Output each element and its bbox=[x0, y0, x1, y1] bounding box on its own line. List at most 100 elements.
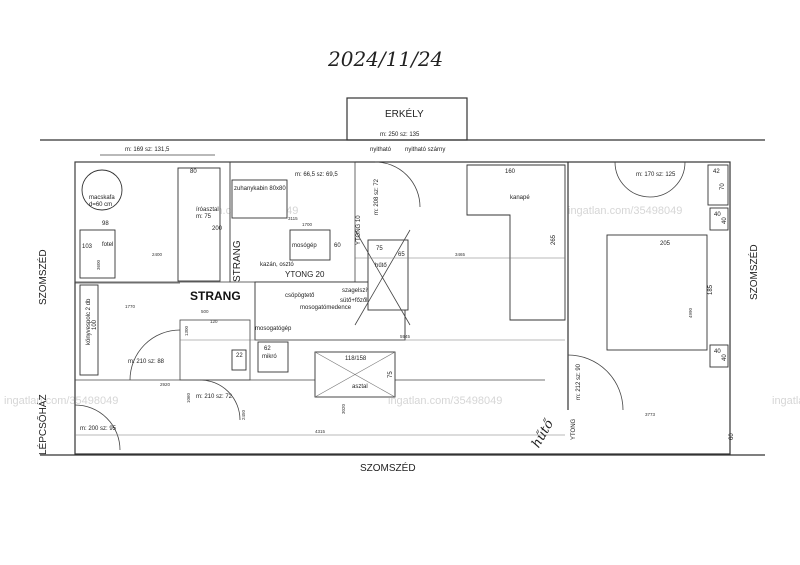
fridge-label: hűtő bbox=[375, 263, 387, 269]
fridge-75: 75 bbox=[376, 246, 383, 252]
table-label: asztal bbox=[352, 384, 368, 390]
bedroom-top-opening: m: 170 sz: 125 bbox=[636, 172, 676, 178]
dim-1770: 1770 bbox=[125, 304, 136, 309]
cooktop-label: csöpögtető bbox=[285, 293, 315, 299]
table-diag-2 bbox=[314, 351, 396, 398]
desk-label: íróasztal bbox=[196, 207, 219, 213]
dim-1060: 1060 bbox=[186, 392, 191, 403]
dim-3115: 3115 bbox=[288, 216, 298, 221]
dim-3773: 3773 bbox=[645, 412, 656, 417]
fridge bbox=[367, 239, 409, 311]
armchair-98: 98 bbox=[102, 221, 109, 227]
wc-22: 22 bbox=[236, 353, 243, 359]
armchair bbox=[79, 229, 116, 279]
nightstand-bottom-40a: 40 bbox=[714, 349, 721, 355]
washer-60: 60 bbox=[334, 243, 341, 249]
dim-2450: 2450 bbox=[241, 409, 246, 420]
opening-top-left: m: 169 sz: 131,5 bbox=[125, 147, 170, 153]
strang-vertical: STRANG bbox=[232, 240, 243, 282]
dim-4315: 4315 bbox=[315, 429, 326, 434]
microwave-label: mikró bbox=[262, 354, 277, 360]
sofa-265: 265 bbox=[551, 234, 557, 245]
cat-tree-label: macskafa bbox=[89, 195, 115, 201]
sofa bbox=[466, 164, 566, 321]
wc-bowl bbox=[231, 349, 247, 371]
apartment-outline bbox=[74, 161, 731, 455]
nightstand-bottom bbox=[709, 344, 729, 368]
bed-185: 185 bbox=[708, 284, 714, 295]
desk-200: 200 bbox=[212, 226, 223, 232]
hob-label: sütő+főzőlap bbox=[340, 298, 375, 304]
nightstand-top-40a: 40 bbox=[714, 212, 721, 218]
ytong-vertical: YTONG bbox=[571, 418, 577, 440]
bedroom-door-arc bbox=[567, 354, 624, 411]
balcony-door: m: 208 sz: 72 bbox=[374, 178, 380, 215]
dim-500: 500 bbox=[201, 309, 209, 314]
dim-2400: 2400 bbox=[152, 252, 163, 257]
sink-label: mosogatómedence bbox=[300, 305, 352, 311]
dim-4990: 4990 bbox=[688, 307, 693, 318]
entrance-label: m: 200 sz: 95 bbox=[80, 426, 117, 432]
bookshelf-label: könyvespolc 2 db bbox=[86, 298, 92, 345]
fridge-65: 65 bbox=[398, 252, 405, 258]
watermark-4: ingatlan.com/35498049 bbox=[388, 395, 502, 407]
wc-door-arc bbox=[199, 379, 241, 421]
hood-label: szagelszívó bbox=[342, 288, 374, 294]
strang-big: STRANG bbox=[190, 289, 241, 303]
bed bbox=[606, 234, 708, 351]
shower bbox=[231, 179, 288, 219]
bookshelf bbox=[79, 284, 99, 376]
bedroom-door: m: 212 sz: 90 bbox=[576, 363, 582, 400]
shower-label: zuhanykabin 80x80 bbox=[234, 186, 286, 192]
desk bbox=[177, 167, 221, 282]
bath-opening: m: 66,5 sz: 69,5 bbox=[295, 172, 338, 178]
bedroom-60: 60 bbox=[729, 433, 735, 440]
dim-2920: 2920 bbox=[160, 382, 171, 387]
bed-205: 205 bbox=[660, 241, 671, 247]
nightstand-top bbox=[709, 207, 729, 231]
neighbor-bottom: SZOMSZÉD bbox=[360, 461, 416, 474]
wardrobe-top bbox=[707, 164, 729, 206]
washer bbox=[289, 229, 331, 261]
microwave-62: 62 bbox=[264, 346, 271, 352]
boiler-label: kazán, osztó bbox=[260, 262, 294, 268]
balcony-left-open: nyitható bbox=[370, 147, 392, 153]
handwritten-fridge: hűtő bbox=[529, 416, 557, 450]
nightstand-top-40b: 40 bbox=[722, 217, 728, 224]
ytong-20: YTONG 20 bbox=[285, 270, 325, 279]
bookshelf-100: 100 bbox=[92, 319, 98, 330]
fridge-x2 bbox=[354, 229, 411, 326]
microwave bbox=[257, 341, 289, 373]
ytong-10: YTONG 10 bbox=[356, 215, 362, 245]
cat-tree bbox=[81, 169, 123, 211]
wc-door: m: 210 sz: 72 bbox=[196, 394, 233, 400]
washer-label: mosógép bbox=[292, 243, 317, 249]
neighbor-left: SZOMSZÉD bbox=[36, 249, 49, 305]
armchair-103: 103 bbox=[82, 244, 93, 250]
kitchen-75: 75 bbox=[388, 371, 394, 378]
wardrobe-70: 70 bbox=[720, 183, 726, 190]
dim-1300: 1300 bbox=[184, 325, 189, 336]
dishwasher-label: mosogatógép bbox=[255, 326, 292, 332]
dim-1700: 1700 bbox=[302, 222, 313, 227]
desk-80: 80 bbox=[190, 169, 197, 175]
dim-120: 120 bbox=[210, 319, 218, 324]
hall-door-label: m: 210 sz: 88 bbox=[128, 359, 165, 365]
dim-5945: 5945 bbox=[400, 334, 411, 339]
watermark-3: ingatlan.com/35498049 bbox=[4, 395, 118, 407]
dim-3600: 3600 bbox=[96, 259, 101, 270]
watermark-5: ingatlan.com/35498049 bbox=[772, 395, 800, 407]
sofa-label: kanapé bbox=[510, 195, 530, 201]
neighbor-right: SZOMSZÉD bbox=[747, 244, 760, 300]
table-size: 118/158 bbox=[345, 356, 367, 362]
nightstand-bottom-40b: 40 bbox=[722, 354, 728, 361]
watermark-2: ingatlan.com/35498049 bbox=[568, 205, 682, 217]
balcony-right-open: nyitható szárny bbox=[405, 147, 445, 153]
bedroom-window-arc-1 bbox=[614, 161, 651, 198]
cat-tree-dim: d=60 cm bbox=[89, 202, 112, 208]
handwritten-date: 2024/11/24 bbox=[327, 47, 443, 71]
sofa-160: 160 bbox=[505, 169, 516, 175]
bedroom-window-arc-2 bbox=[649, 161, 686, 198]
balcony-size: m: 250 sz: 135 bbox=[380, 132, 420, 138]
